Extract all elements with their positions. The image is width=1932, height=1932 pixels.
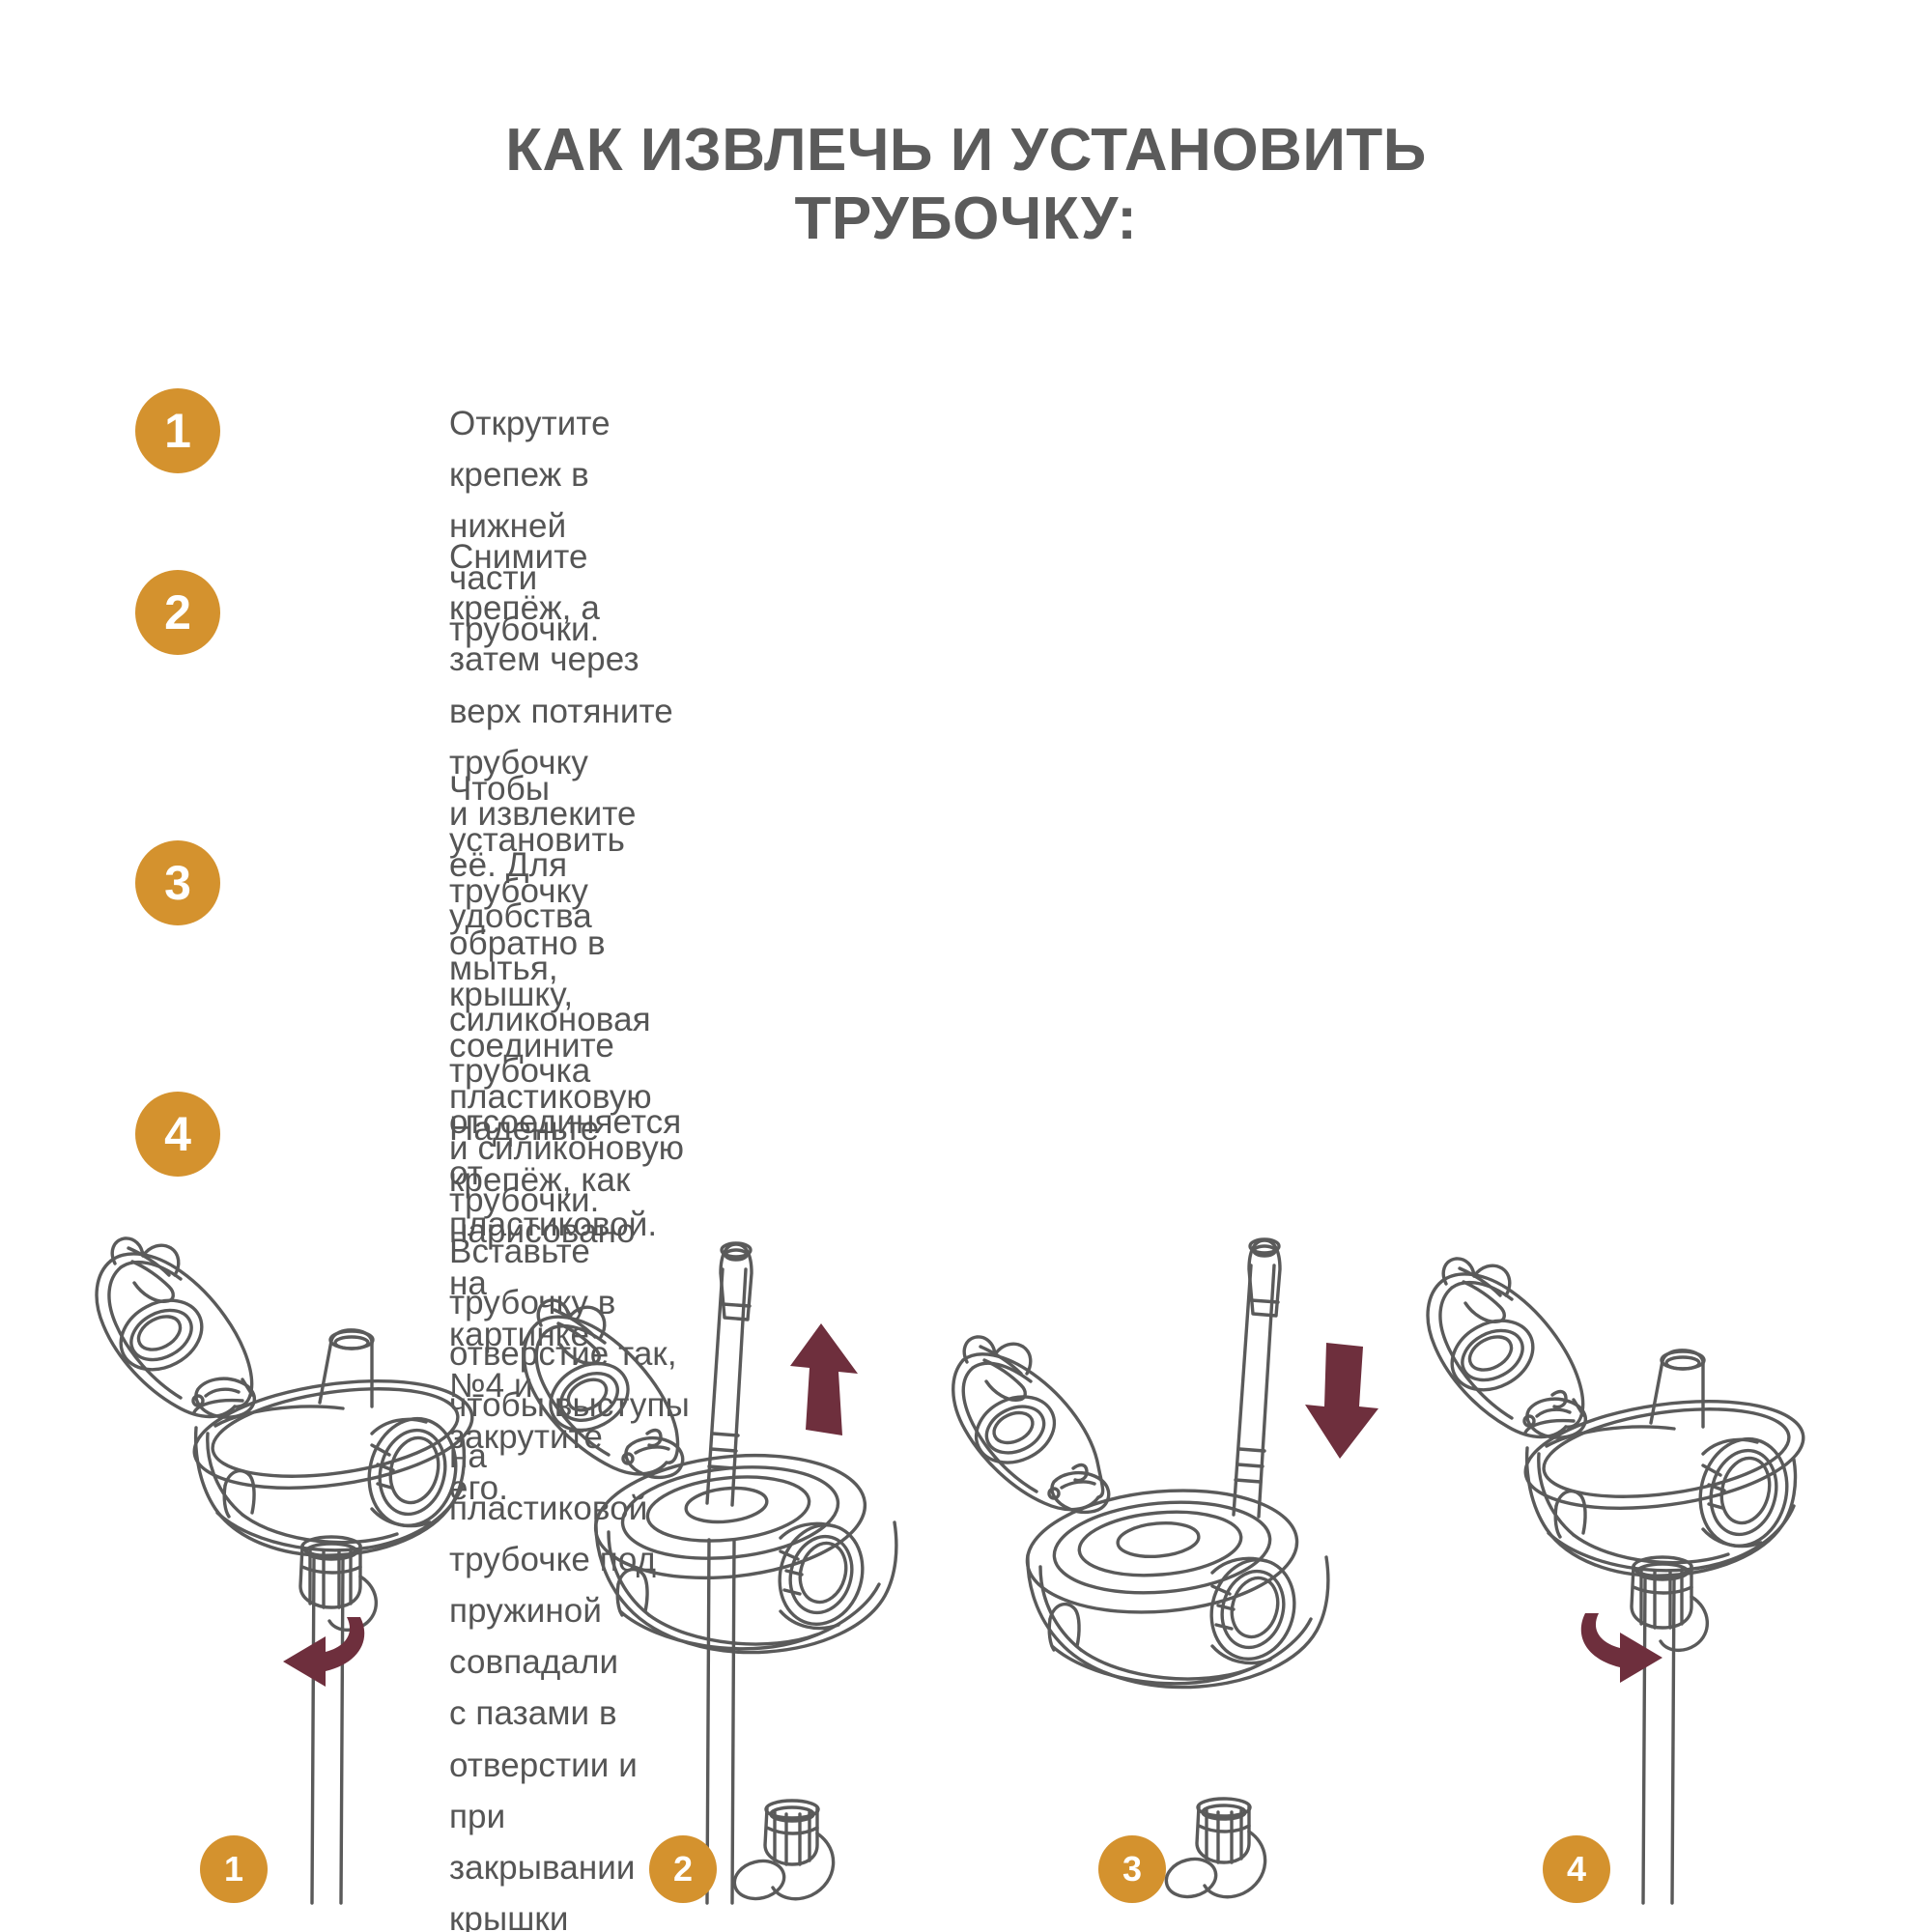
step-badge-3: 3 (135, 840, 220, 925)
step-text-3: Чтобы установить трубочку обратно в крыш… (449, 770, 690, 1932)
step-badge-4: 4 (135, 1092, 220, 1177)
cap-straw-insert-down-drawing (952, 1237, 1378, 1899)
illustration-4: 4 (1396, 1227, 1850, 1932)
cap-fastener-screw-on-drawing (1426, 1257, 1805, 1905)
step-badge-2: 2 (135, 570, 220, 655)
illustration-2: 2 (502, 1227, 956, 1932)
figure-badge-3: 3 (1098, 1835, 1166, 1903)
curved-arrow-clockwise-icon (1580, 1613, 1662, 1683)
step-badge-1: 1 (135, 388, 220, 473)
illustration-1: 1 (53, 1227, 507, 1932)
straight-arrow-up-icon (790, 1323, 858, 1435)
illustration-3: 3 (952, 1227, 1406, 1932)
cap-straw-pull-up-drawing (522, 1241, 898, 1905)
illustration-row: 1 (0, 1227, 1932, 1932)
figure-badge-4: 4 (1543, 1835, 1610, 1903)
cap-with-straw-unscrew-drawing (95, 1236, 474, 1905)
step-text-2: Снимите крепёж, а затем через верх потян… (449, 538, 682, 1244)
step-text-1: Открутите крепеж в нижней части трубочки… (449, 405, 611, 648)
curved-arrow-counterclockwise-icon (283, 1617, 365, 1687)
page-title: КАК ИЗВЛЕЧЬ И УСТАНОВИТЬ ТРУБОЧКУ: (505, 117, 1427, 253)
figure-badge-1: 1 (200, 1835, 268, 1903)
straight-arrow-down-icon (1305, 1343, 1378, 1459)
figure-badge-2: 2 (649, 1835, 717, 1903)
